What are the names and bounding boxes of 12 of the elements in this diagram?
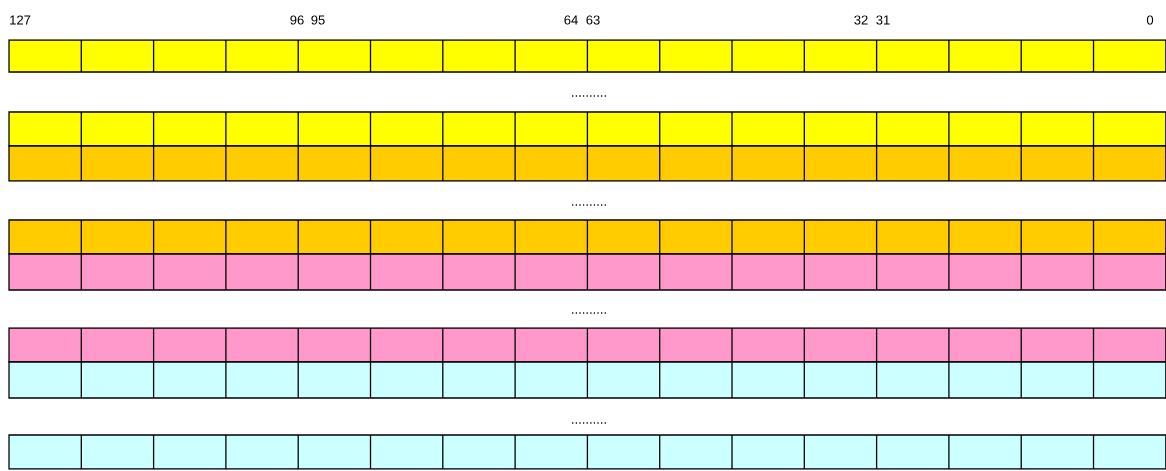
- bit-number: 31: [876, 15, 890, 25]
- ellipsis: ..........: [572, 312, 606, 314]
- bit-number: 0: [1146, 15, 1154, 25]
- ellipsis: ..........: [572, 422, 606, 424]
- ellipsis: ..........: [572, 95, 606, 97]
- bit-number: 95: [311, 15, 325, 25]
- bit-number: 64: [564, 15, 578, 25]
- ellipsis: ..........: [572, 204, 606, 206]
- bit-number: 96: [290, 15, 304, 25]
- bit-number: 63: [586, 15, 600, 25]
- bit-number: 127: [10, 15, 31, 25]
- bit-number: 32: [854, 15, 868, 25]
